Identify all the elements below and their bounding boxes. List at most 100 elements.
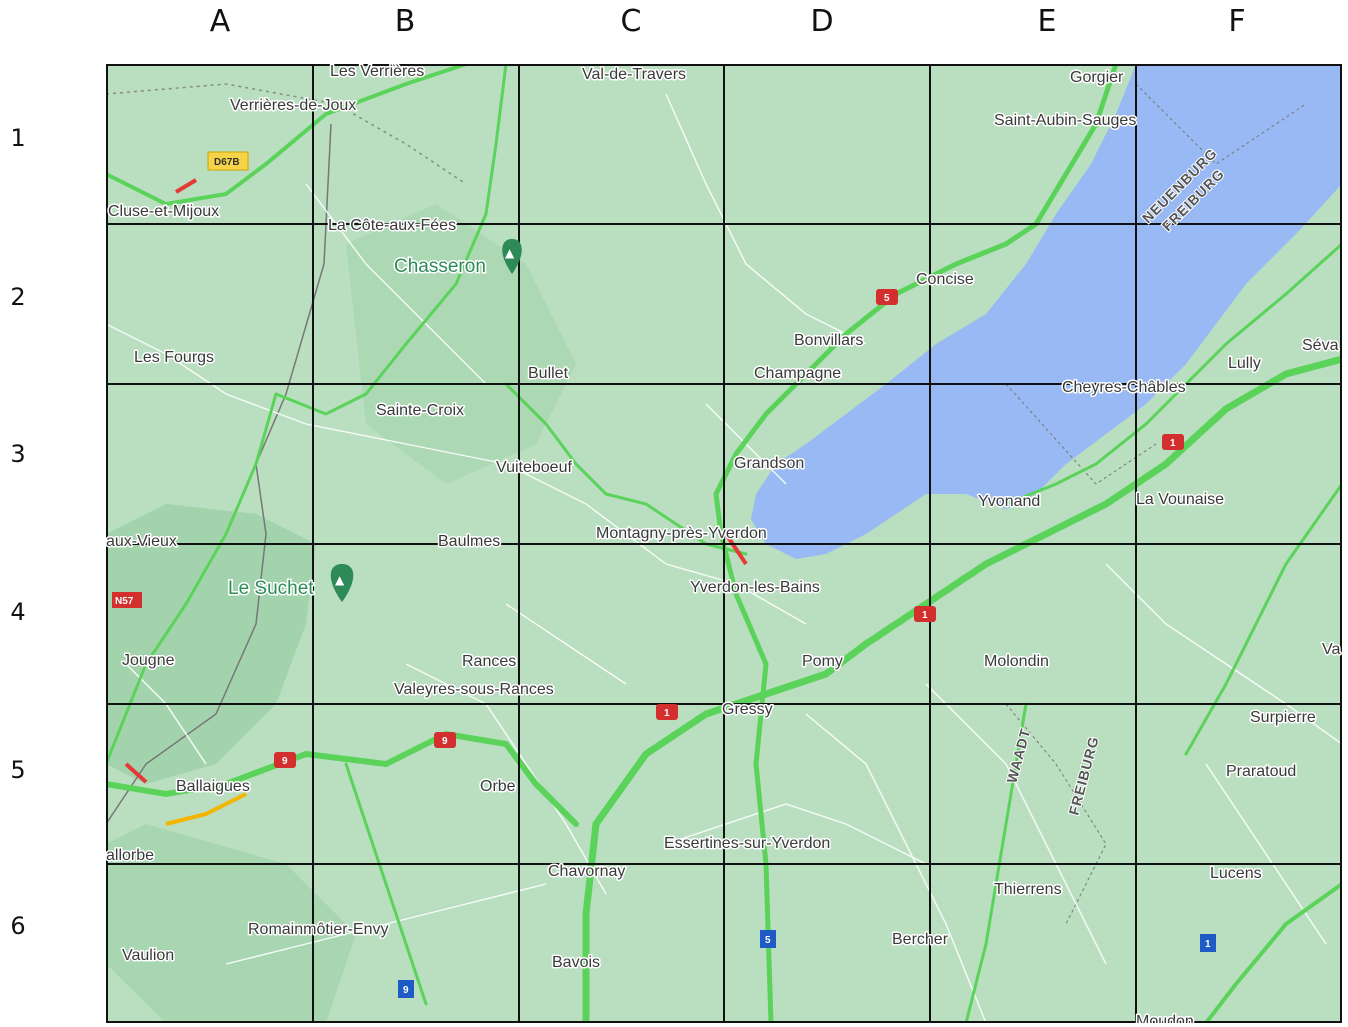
svg-text:1: 1 (1205, 939, 1211, 950)
border-line (1005, 703, 1107, 925)
svg-text:9: 9 (403, 985, 409, 996)
place-label: Montagny-près-Yverdon (596, 525, 767, 542)
peak-label: Le Suchet (228, 578, 314, 599)
place-label: Sainte-Croix (376, 402, 464, 419)
place-label: Val-de-Travers (582, 66, 686, 83)
grid-column-label: D (810, 4, 834, 39)
place-label: Cheyres-Châbles (1062, 379, 1186, 396)
road-shield-d67b: D67B (207, 151, 249, 171)
border-line (105, 123, 332, 825)
road-shield-n57: N57 (112, 592, 142, 608)
place-label: Cluse-et-Mijoux (108, 203, 219, 220)
road-shield-1: 1 (656, 704, 678, 720)
border-line (1135, 83, 1307, 165)
grid-row-label: 3 (10, 440, 26, 468)
svg-text:1: 1 (1170, 438, 1176, 449)
road-shield-1: 1 (1200, 934, 1216, 952)
grid-row-label: 5 (10, 756, 26, 784)
place-label: aux-Vieux (106, 533, 177, 550)
grid-row-label: 2 (10, 283, 26, 311)
place-label: Thierrens (994, 881, 1062, 898)
road-shield-9: 9 (434, 732, 456, 748)
place-label: Surpierre (1250, 709, 1316, 726)
traffic-segment (124, 762, 148, 784)
place-label: Orbe (480, 778, 516, 795)
road-shield-9: 9 (398, 980, 414, 998)
svg-text:5: 5 (884, 293, 890, 304)
place-label: La Vounaise (1136, 491, 1224, 508)
place-label: Moudon (1136, 1013, 1194, 1023)
grid-column-label: B (394, 4, 416, 39)
place-label: Molondin (984, 653, 1049, 670)
grid-row-label: 1 (10, 124, 26, 152)
grid-column-label: A (209, 4, 231, 39)
forest-area (106, 504, 316, 784)
place-label: Les Fourgs (134, 349, 214, 366)
place-label: Baulmes (438, 533, 500, 550)
map-view[interactable]: ▲ ▲ D67B 5 1 1 1 N57 9 9 5 9 1 NEUENBURG… (103, 61, 1346, 1027)
place-label: Verrières-de-Joux (230, 97, 356, 114)
place-label: Lully (1228, 355, 1261, 372)
grid-lines (106, 64, 1342, 1023)
minor-roads (105, 93, 1343, 1024)
svg-text:5: 5 (765, 935, 771, 946)
place-label: Praratoud (1226, 763, 1296, 780)
place-label: Champagne (754, 365, 841, 382)
place-label: Grandson (734, 455, 804, 472)
place-label: Gorgier (1070, 69, 1124, 86)
place-label: Bonvillars (794, 332, 863, 349)
place-label: Romainmôtier-Envy (248, 921, 388, 938)
place-label: Jougne (122, 652, 175, 669)
place-label: Concise (916, 271, 974, 288)
place-label: Bullet (528, 365, 569, 382)
border-line (105, 83, 467, 185)
grid-column-label: E (1037, 4, 1057, 39)
place-label: Chavornay (548, 863, 625, 880)
svg-text:1: 1 (664, 708, 670, 719)
traffic-segment (174, 178, 198, 194)
place-label: Yvonand (978, 493, 1040, 510)
forest-area (106, 824, 356, 1023)
map-canvas: ▲ ▲ D67B 5 1 1 1 N57 9 9 5 9 1 NEUENBURG… (103, 61, 1346, 1027)
place-label: Valeyres-sous-Rances (394, 681, 554, 698)
road-shield-5: 5 (760, 930, 776, 948)
traffic-segment (724, 532, 748, 566)
peak-label: Chasseron (394, 256, 486, 277)
place-label: Vuiteboeuf (496, 459, 572, 476)
svg-text:D67B: D67B (214, 157, 240, 168)
svg-text:▲: ▲ (335, 573, 345, 587)
lake (751, 64, 1342, 559)
place-label: La Côte-aux-Fées (328, 217, 456, 234)
place-label: Va (1322, 641, 1340, 658)
place-label: Vaulion (122, 947, 174, 964)
grid-row-label: 6 (10, 912, 26, 940)
place-label: Les Verrières (330, 64, 424, 80)
place-label: Pomy (802, 653, 843, 670)
grid-row-label: 4 (10, 598, 26, 626)
place-label: Bercher (892, 931, 949, 948)
place-label: Essertines-sur-Yverdon (664, 835, 830, 852)
svg-text:▲: ▲ (505, 246, 515, 260)
svg-text:N57: N57 (115, 596, 134, 607)
place-label: Séva (1302, 337, 1339, 354)
le-suchet-marker[interactable]: ▲ (330, 564, 354, 602)
traffic-segment (165, 792, 247, 826)
svg-text:9: 9 (442, 736, 448, 747)
svg-text:9: 9 (282, 756, 288, 767)
road-shield-5: 5 (876, 289, 898, 305)
grid-column-label: F (1228, 4, 1246, 39)
svg-text:1: 1 (922, 610, 928, 621)
grid-column-label: C (620, 4, 642, 39)
place-label: Lucens (1210, 865, 1262, 882)
place-label: Gressy (722, 701, 773, 718)
place-label: Yverdon-les-Bains (690, 579, 820, 596)
chasseron-marker[interactable]: ▲ (502, 239, 522, 274)
highways (103, 61, 1346, 1027)
place-label: Ballaigues (176, 778, 250, 795)
road-shield-9: 9 (274, 752, 296, 768)
place-label: allorbe (106, 847, 154, 864)
road-shield-1: 1 (914, 606, 936, 622)
place-label: Saint-Aubin-Sauges (994, 112, 1136, 129)
road-shield-1: 1 (1162, 434, 1184, 450)
place-label: Rances (462, 653, 516, 670)
